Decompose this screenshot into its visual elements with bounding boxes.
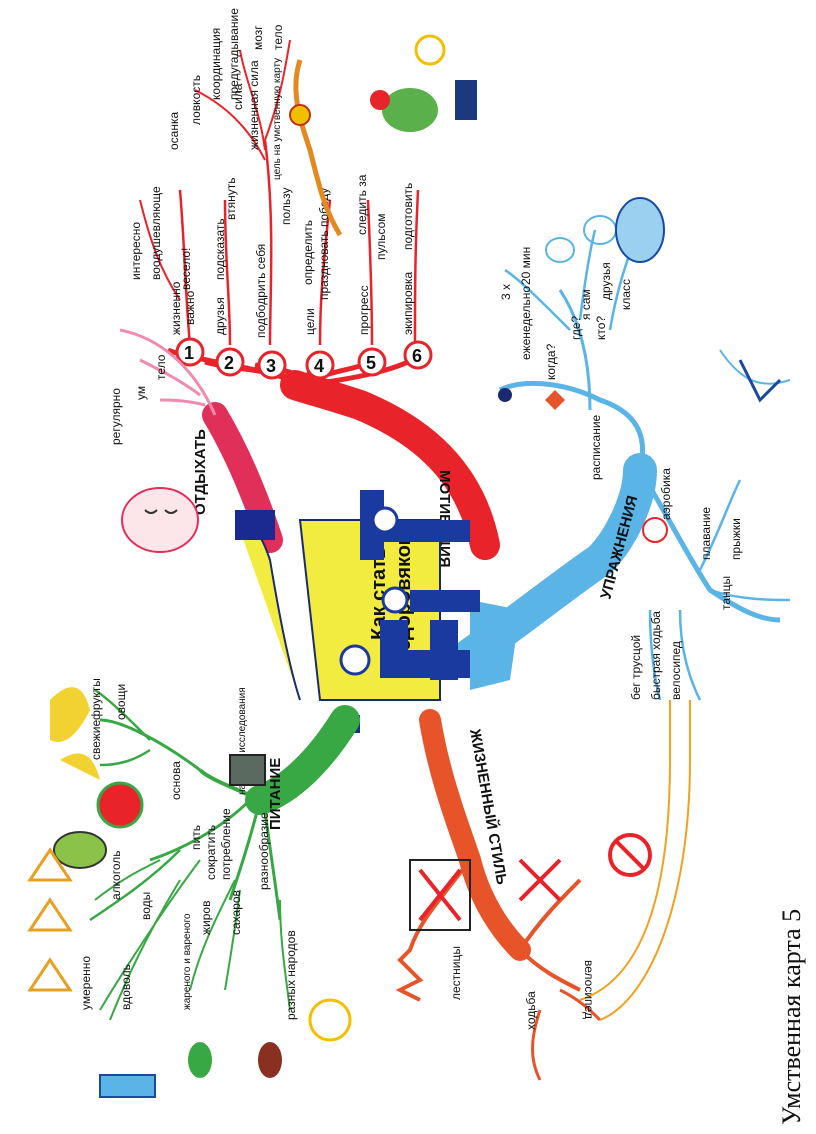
word-equipment: экипировка [401, 271, 415, 335]
word-who: кто? [594, 316, 608, 340]
word-diversity: разнообразие [257, 812, 271, 890]
motivation-item-3: 3 [259, 352, 285, 378]
motivation-item-1: 1 [177, 339, 203, 365]
branch-nutrition: ПИТАНИЕ основа свежие фрукты овощи научн… [30, 678, 350, 1097]
word-consumption: потребление [219, 808, 233, 880]
caption: Умственная карта 5 [777, 909, 806, 1125]
word-hint: подсказать [213, 218, 227, 280]
snake-doodle [290, 60, 340, 235]
word-posture: осанка [167, 112, 181, 150]
word-brain: мозг [251, 25, 265, 50]
word-20min: 20 мин [519, 247, 533, 285]
item-number: 4 [314, 356, 324, 376]
motivation-item-6: 6 [405, 342, 431, 368]
word-encourage-self: подбодрить себя [254, 244, 268, 338]
item-number: 5 [366, 353, 376, 373]
word-fresh: свежие [89, 719, 103, 760]
branch-lifestyle: ЖИЗНЕННЫЙ СТИЛЬ лестницы ходьба велосипе… [400, 700, 690, 1080]
word-reduce: сократить [204, 825, 218, 880]
word-benefit: пользу [279, 187, 293, 225]
word-drink: пить [189, 825, 203, 850]
rooster-doodle [370, 36, 477, 132]
word-weekly: еженедельно [519, 286, 533, 360]
motivation-item-2: 2 [217, 349, 243, 375]
nutrition-doodles [30, 687, 350, 1097]
word-mind: ум [134, 386, 148, 400]
word-engage: втянуть [224, 178, 238, 220]
word-body: тело [154, 354, 168, 380]
item-number: 1 [184, 343, 194, 363]
branch-motivation: 1 2 3 4 5 6 жизненно важно весело! интер… [129, 8, 485, 568]
lifestyle-doodles [410, 835, 650, 930]
nutrition-words: основа свежие фрукты овощи научные иссле… [79, 678, 298, 1020]
word-cycling: велосипед [582, 960, 596, 1019]
word-peoples: разных народов [284, 930, 298, 1020]
word-anticipation: предугадывание [227, 8, 241, 100]
rest-words: регулярно ум тело [109, 354, 168, 445]
word-when: когда? [544, 343, 558, 380]
word-3x: 3 х [499, 284, 513, 300]
word-vegetables: овощи [114, 684, 128, 720]
word-stairs: лестницы [449, 946, 463, 1000]
word-friends: друзья [213, 297, 227, 335]
rest-label: ОТДЫХАТЬ [192, 429, 209, 515]
word-fruits: фрукты [89, 678, 103, 720]
word-inspiring: воодушевляюще [149, 186, 163, 280]
word-friends: друзья [599, 262, 613, 300]
word-walking: ходьба [524, 991, 538, 1030]
word-fun: весело! [179, 248, 193, 290]
word-aerobics: аэробика [659, 468, 673, 520]
motivation-item-4: 4 [307, 352, 333, 378]
word-important: важно [183, 290, 197, 325]
word-regularly: регулярно [109, 388, 123, 445]
item-number: 2 [224, 353, 234, 373]
item-number: 6 [412, 346, 422, 366]
word-water: воды [139, 892, 153, 920]
word-bicycle: велосипед [669, 641, 683, 700]
word-define: определить [301, 220, 315, 285]
word-pulse: пульсом [374, 213, 388, 260]
word-goal-on-map: цель на умственную карту [272, 58, 283, 180]
word-plenty: вдоволь [119, 964, 133, 1010]
center-fit: Как стать здоровяком [235, 490, 480, 733]
word-fast-walking: быстрая ходьба [649, 611, 663, 700]
item-number: 3 [266, 356, 276, 376]
word-body: тело [271, 24, 285, 50]
word-progress: прогресс [357, 285, 371, 335]
word-monitor: следить за [355, 174, 369, 235]
exercise-words: расписание когда? еженедельно 3 х 20 мин… [499, 247, 743, 700]
word-interesting: интересно [129, 222, 143, 280]
word-basis: основа [169, 761, 183, 800]
word-alcohol: алкоголь [109, 850, 123, 900]
word-prepare: подготовить [401, 183, 415, 250]
word-fats: жиров [199, 901, 213, 935]
word-vital-force: жизненная сила [247, 60, 261, 150]
word-moderately: умеренно [79, 956, 93, 1010]
word-jumping: прыжки [729, 518, 743, 560]
word-agility: ловкость [189, 75, 203, 125]
word-swimming: плавание [699, 507, 713, 560]
word-sugars: сахаров [229, 890, 243, 935]
word-dancing: танцы [719, 576, 733, 610]
word-fried-boiled: жареного и вареного [182, 913, 193, 1010]
word-jogging: бег трусцой [629, 635, 643, 700]
motivation-item-5: 5 [359, 349, 385, 375]
word-goals: цели [303, 308, 317, 335]
word-myself: я сам [579, 289, 593, 320]
branch-exercise: УПРАЖНЕНИЯ расписание когда? еженедельно… [470, 198, 790, 700]
sleeping-face-doodle [122, 488, 198, 552]
word-coordination: координация [209, 28, 223, 100]
word-schedule: расписание [589, 414, 603, 480]
word-class: класс [619, 279, 633, 310]
